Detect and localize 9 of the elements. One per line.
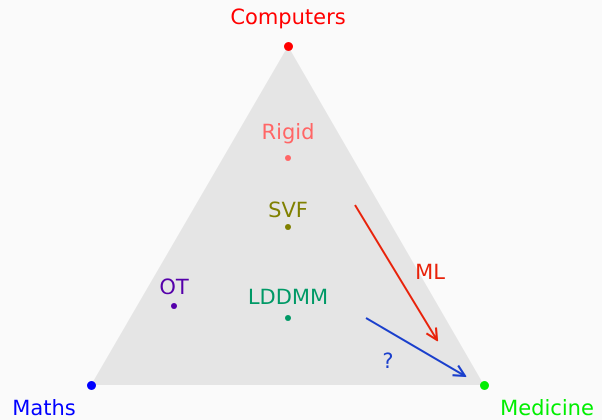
point-label: Maths [12, 396, 76, 420]
point-label: Computers [230, 5, 346, 29]
point-label: Rigid [262, 120, 314, 144]
point-label: Medicine [500, 396, 594, 420]
arrow-label: ? [382, 349, 394, 373]
point-label: SVF [268, 198, 308, 222]
point-label: OT [159, 275, 189, 299]
arrow-label: ML [415, 260, 445, 284]
point-label: LDDMM [248, 285, 328, 309]
